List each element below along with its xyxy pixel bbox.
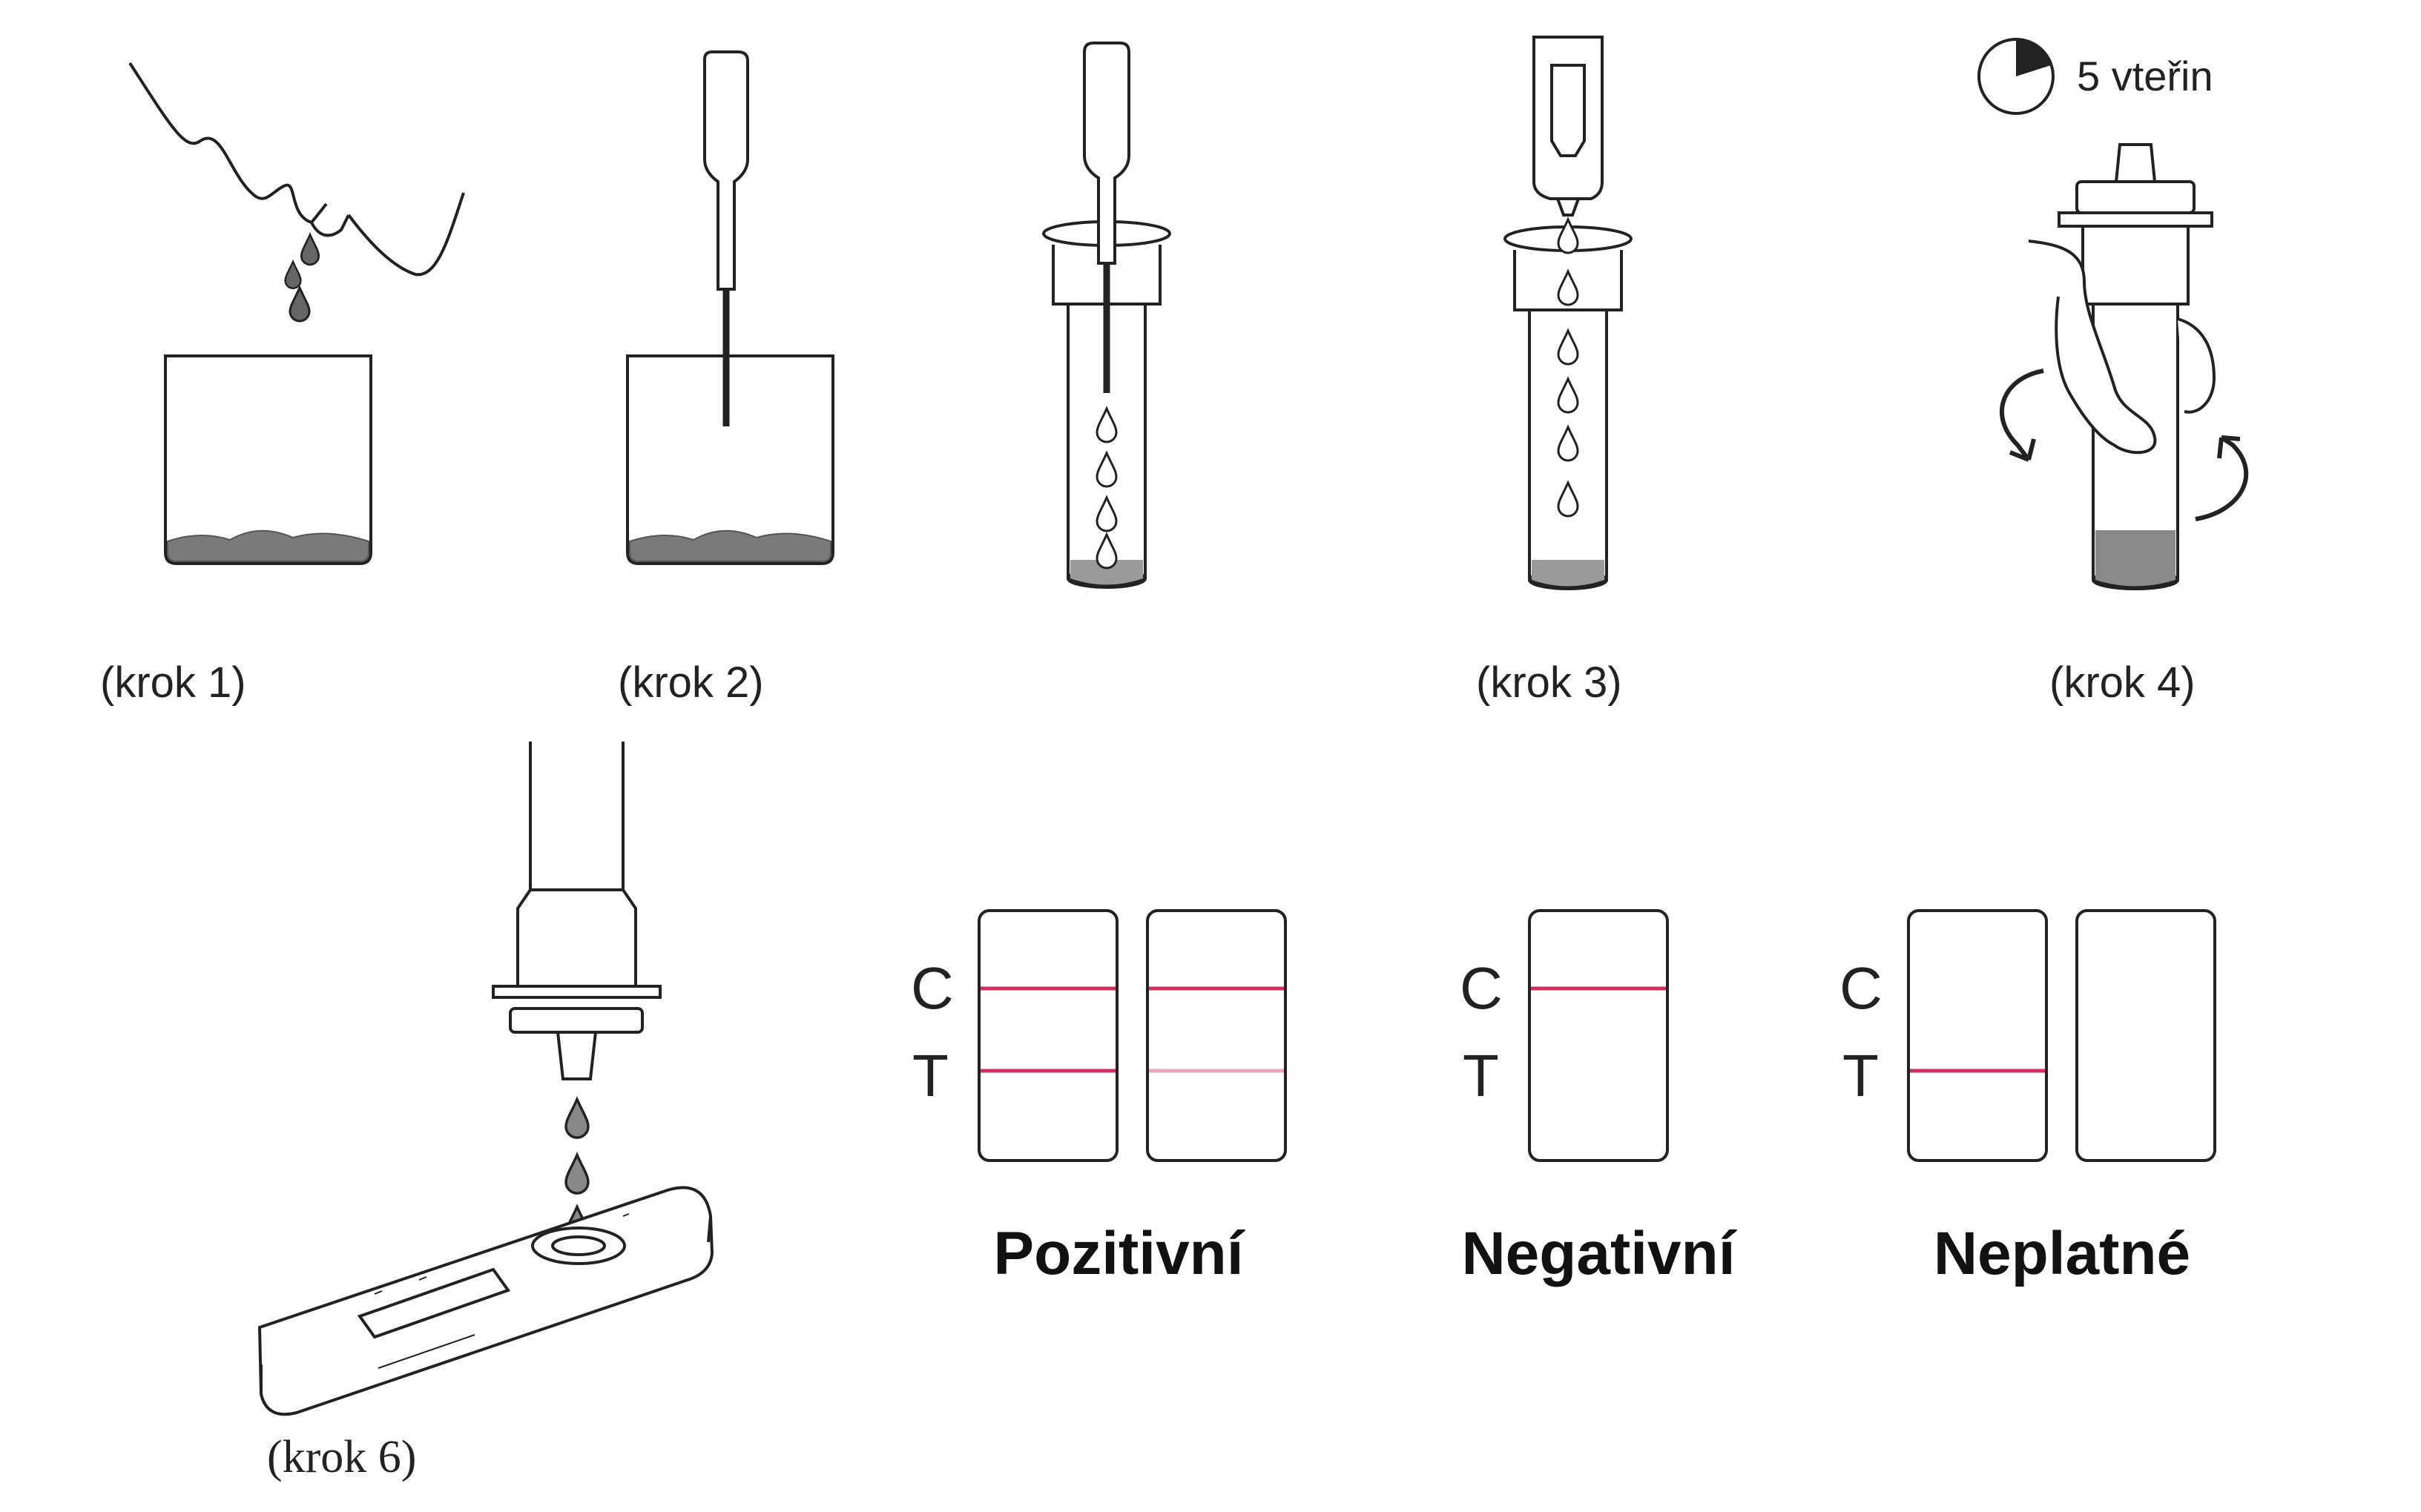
positive-strip-2: [1146, 909, 1287, 1162]
cap-top: [2075, 180, 2196, 214]
lips: [310, 214, 350, 237]
step1-illustration: [128, 62, 465, 565]
face-profile: [128, 62, 328, 225]
rotate-arrow-left: [2000, 369, 2044, 462]
invalid-caption: Neplatné: [1934, 1220, 2190, 1287]
positive-result-group: C T Pozitivní: [911, 909, 1287, 1287]
step2b-illustration: [1042, 42, 1171, 589]
collection-cup: [164, 354, 372, 565]
step4-illustration: [2000, 143, 2249, 590]
tube-neck-6: [516, 888, 637, 988]
step2-label: (krok 2): [618, 658, 764, 707]
dropper-tip: [1555, 197, 1581, 217]
tube-liquid: [1070, 560, 1143, 585]
result-window: [357, 1267, 511, 1339]
sample-well: [531, 1227, 626, 1265]
cap-nozzle: [2114, 143, 2157, 183]
step2-illustration: [626, 50, 834, 565]
negative-strip: [1528, 909, 1669, 1162]
negative-t-label: T: [1463, 1043, 1499, 1109]
saliva-drops: [284, 234, 320, 323]
invalid-c-label: C: [1839, 955, 1883, 1021]
positive-t-label: T: [912, 1043, 949, 1109]
tube-body-4: [2092, 304, 2179, 589]
collection-cup-2: [626, 354, 834, 565]
cap-nozzle-6: [556, 1031, 598, 1080]
pipette-bulb-2: [1083, 42, 1130, 265]
falling-drops: [1096, 407, 1118, 570]
cassette-edge: [260, 1215, 712, 1394]
reagent-drops: [1557, 218, 1579, 518]
cap-body: [2081, 226, 2190, 306]
invalid-result-group: C T Neplatné: [1839, 909, 2216, 1287]
step3-label: (krok 3): [1476, 658, 1622, 707]
tube-body-3: [1528, 310, 1608, 589]
negative-c-label: C: [1460, 955, 1503, 1021]
tube-liquid-3: [1532, 560, 1604, 587]
dropper-window: [1550, 64, 1586, 157]
test-cassette: [257, 1186, 714, 1416]
cap-flange: [2058, 211, 2213, 228]
tube-body: [1067, 304, 1147, 587]
cassette-marks: [374, 1213, 630, 1369]
timer-text: 5 vteřin: [2077, 53, 2213, 99]
step3-illustration: [1503, 36, 1633, 590]
rotate-arrow-right: [2195, 435, 2249, 521]
cap-flange-6: [492, 985, 662, 999]
tube-liquid-4: [2095, 530, 2175, 587]
cup-sample: [167, 529, 369, 562]
tube-upper-6: [529, 742, 625, 890]
negative-result-group: C T Negativní: [1460, 909, 1737, 1287]
invalid-t-label: T: [1842, 1043, 1879, 1109]
negative-caption: Negativní: [1461, 1220, 1736, 1287]
timer-icon: [1977, 38, 2055, 115]
pipette-bulb: [703, 50, 749, 291]
positive-c-label: C: [911, 955, 954, 1021]
dropper-bottle: [1532, 36, 1604, 200]
invalid-strip-1: [1907, 909, 2048, 1162]
cup-sample-2: [629, 529, 831, 562]
sample-well-inner: [551, 1235, 606, 1256]
hand-fingers: [2028, 240, 2216, 455]
invalid-strip-2: [2075, 909, 2216, 1162]
chin-profile: [347, 192, 465, 277]
positive-strip-1: [978, 909, 1119, 1162]
positive-caption: Pozitivní: [993, 1220, 1245, 1287]
step1-label: (krok 1): [100, 658, 246, 707]
step4-label: (krok 4): [2049, 658, 2196, 707]
cap-ring-6: [509, 1007, 644, 1034]
tube-collar-3: [1513, 250, 1623, 311]
step6-label: (krok 6): [267, 1432, 416, 1482]
step6-illustration: [257, 742, 714, 1416]
